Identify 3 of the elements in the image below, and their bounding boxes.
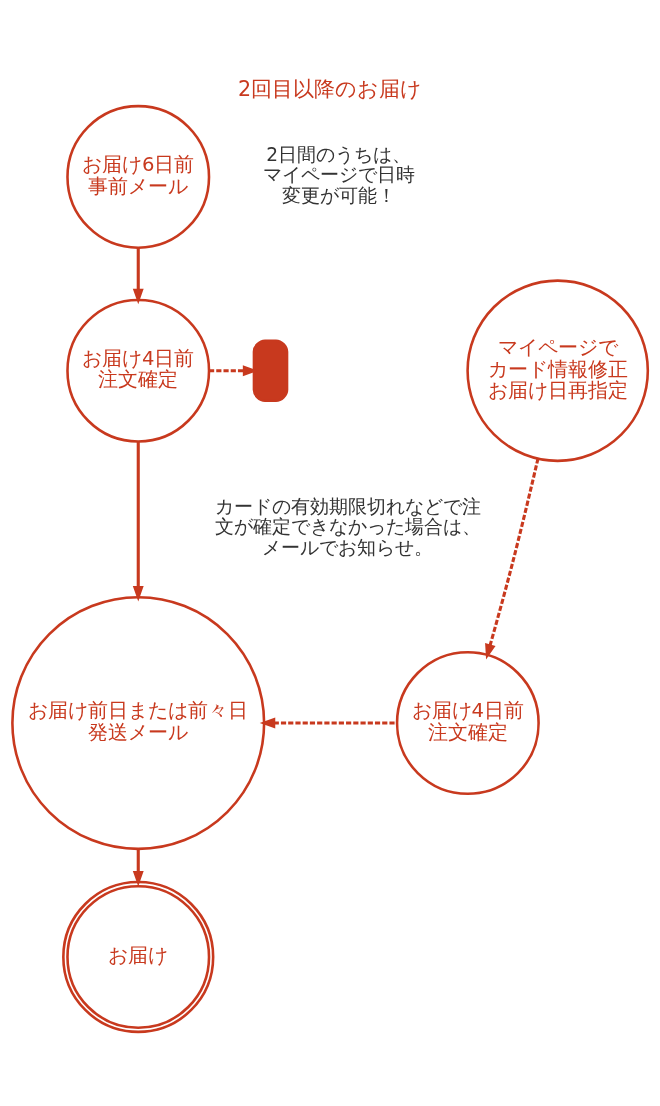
- label: カードの有効期限切れなどで注文が確定できなかった場合は、メールでお知らせ。: [214, 495, 481, 558]
- label: 2日間のうちは、マイページで日時変更が可能！: [262, 143, 415, 206]
- diagram-title: 2回目以降のお届け: [237, 76, 423, 101]
